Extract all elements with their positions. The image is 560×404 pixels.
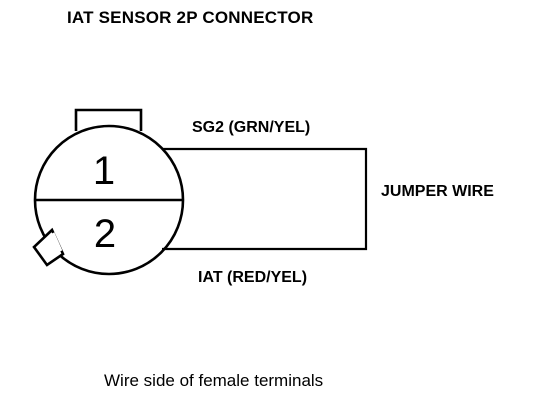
sg2-wire-label: SG2 (GRN/YEL) bbox=[192, 119, 311, 136]
jumper-wire-label: JUMPER WIRE bbox=[381, 183, 494, 200]
jumper-wire bbox=[162, 147, 368, 251]
connector-key-notch-mask bbox=[51, 232, 63, 252]
iat-wire-label: IAT (RED/YEL) bbox=[198, 269, 308, 286]
terminal-1-label: 1 bbox=[93, 149, 115, 193]
diagram-caption: Wire side of female terminals bbox=[104, 371, 324, 390]
connector-latch-tab bbox=[74, 108, 143, 131]
diagram-title: IAT SENSOR 2P CONNECTOR bbox=[67, 8, 314, 27]
terminal-2-label: 2 bbox=[94, 212, 116, 256]
